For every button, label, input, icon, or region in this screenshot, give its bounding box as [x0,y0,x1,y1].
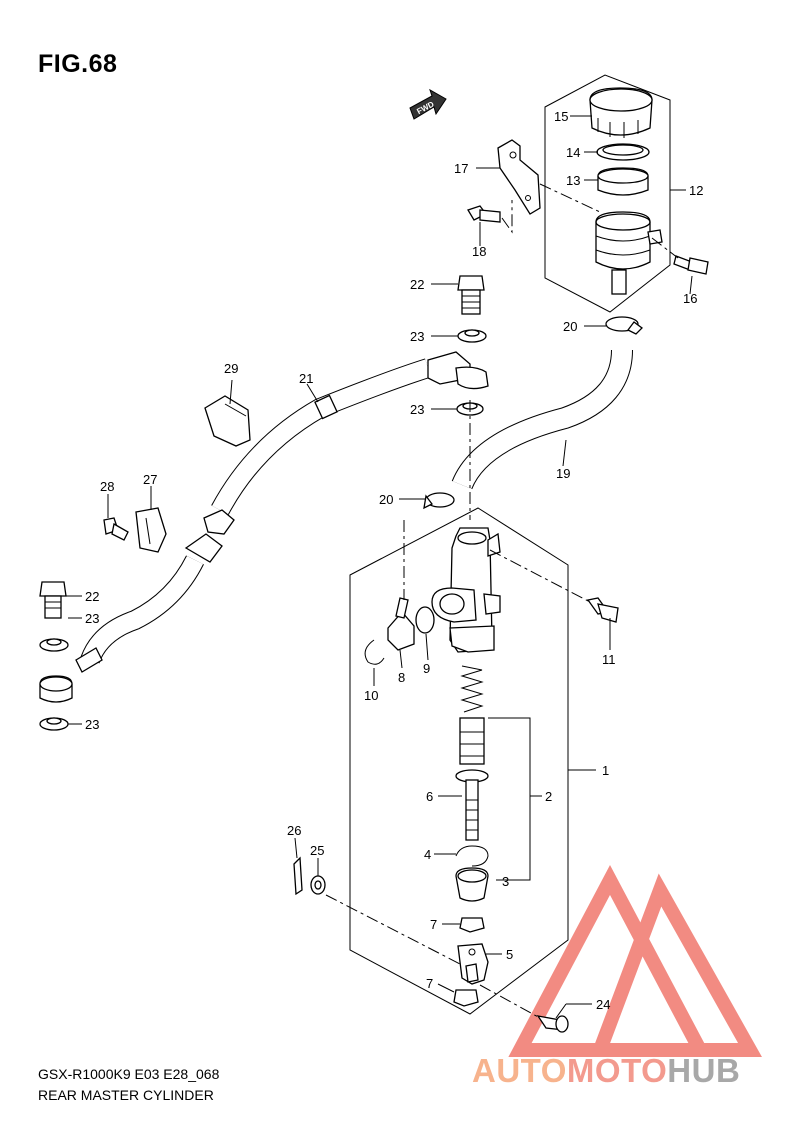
watermark-text-moto: MOTO [566,1052,668,1089]
callout-24: 24 [596,997,610,1012]
lock-nut-lower [453,989,479,1007]
o-ring [415,606,435,634]
callout-20-lower: 20 [379,492,393,507]
master-cylinder-body [431,527,501,653]
hose-clamp-lower [135,507,167,553]
callout-28: 28 [100,479,114,494]
callout-5: 5 [506,947,513,962]
reservoir-group-outline [544,74,671,313]
callout-11: 11 [602,652,616,667]
mounting-screw [586,597,619,623]
inlet-fitting [387,597,415,651]
callout-22-upper: 22 [410,277,424,292]
callout-18: 18 [472,244,486,259]
callout-7-upper: 7 [430,917,437,932]
reservoir-bracket [497,139,541,215]
clevis [457,943,489,985]
piston-spring [460,665,484,713]
callout-20-upper: 20 [563,319,577,334]
callout-27: 27 [143,472,157,487]
master-cylinder-group-outline [349,507,569,1015]
clevis-pin [536,1015,569,1033]
callout-23-lower-2: 23 [85,717,99,732]
hose-clip-upper [605,316,643,335]
reservoir-diaphragm [597,167,649,196]
reservoir-bolt [673,255,709,275]
washer-lower-1 [39,638,69,652]
guide-line [325,894,463,966]
hose-banjo-lower [39,675,73,703]
figure-title: FIG.68 [38,50,118,78]
callout-25: 25 [310,843,324,858]
callout-16: 16 [683,291,697,306]
guide-line [489,549,591,603]
reservoir-cap [589,87,653,138]
callout-23-upper-2: 23 [410,402,424,417]
callout-17: 17 [454,161,468,176]
reservoir-body [595,211,663,295]
watermark-text-hub: HUB [667,1052,741,1089]
push-rod [455,769,489,841]
guide-line [479,984,541,1019]
callout-23-upper-1: 23 [410,329,424,344]
callout-29: 29 [224,361,238,376]
watermark-text-auto: AUTO [472,1052,567,1089]
reservoir-hose [451,349,633,490]
leader-lines [66,115,693,1019]
union-bolt-upper [457,275,485,315]
hose-clip-lower [423,492,455,510]
callout-14: 14 [566,145,580,160]
callout-2: 2 [545,789,552,804]
brake-hose [75,351,489,673]
watermark-triangle-logo [508,865,762,1057]
cotter-pin [293,856,303,896]
callout-8: 8 [398,670,405,685]
diagram-code-caption: GSX-R1000K9 E03 E28_068 [38,1066,220,1082]
lock-nut-upper [459,917,485,933]
callout-1: 1 [602,763,609,778]
callout-10: 10 [364,688,378,703]
circlip-small [364,639,385,665]
callout-7-lower: 7 [426,976,433,991]
callout-9: 9 [423,661,430,676]
callout-26: 26 [287,823,301,838]
callout-19: 19 [556,466,570,481]
watermark-brand: AUTOMOTOHUB [472,1052,740,1090]
callout-15: 15 [554,109,568,124]
callout-23-lower-1: 23 [85,611,99,626]
callout-3: 3 [502,874,509,889]
callout-4: 4 [424,847,431,862]
washer-upper-1 [457,329,487,343]
hose-clamp-upper [204,395,251,447]
circlip-large [455,845,489,867]
fwd-arrow-icon: FWD [409,88,447,120]
diagram-name-caption: REAR MASTER CYLINDER [38,1087,214,1103]
piston [459,717,485,765]
callout-12: 12 [689,183,703,198]
clamp-bolt [103,517,129,541]
dust-boot [455,867,489,902]
bracket-bolt [467,205,501,223]
callout-22-lower: 22 [85,589,99,604]
washer-lower-2 [39,717,69,731]
callout-6: 6 [426,789,433,804]
pin-washer [310,875,326,895]
callout-13: 13 [566,173,580,188]
callout-21: 21 [299,371,313,386]
reservoir-plate [596,143,650,161]
union-bolt-lower [39,581,67,619]
